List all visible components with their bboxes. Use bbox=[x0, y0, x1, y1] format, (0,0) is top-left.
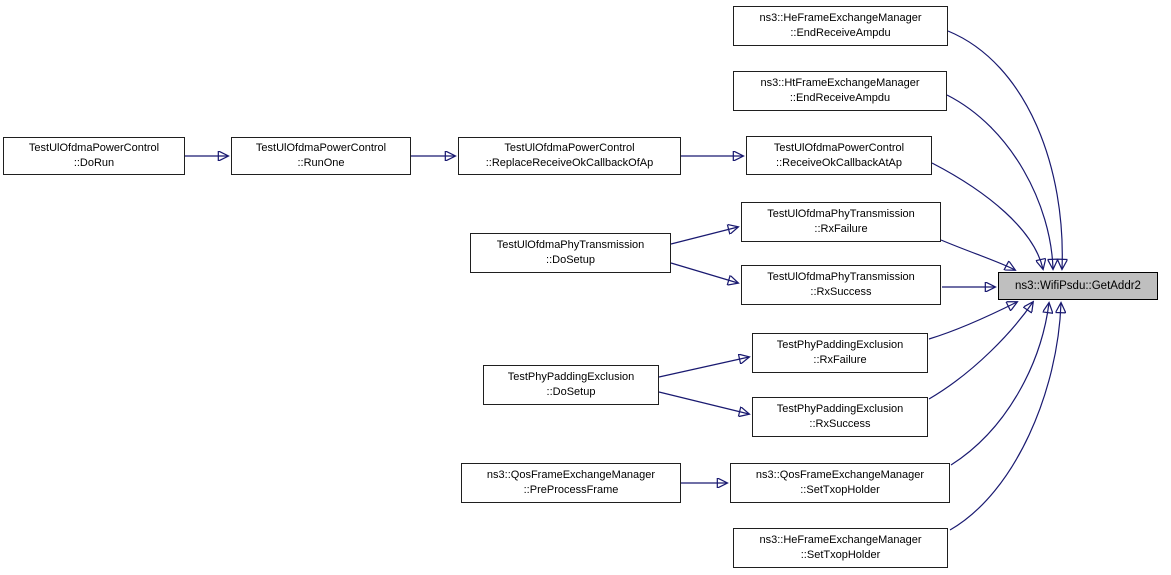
edge-qossettxop-to-getaddr2 bbox=[950, 303, 1049, 466]
node-label-line1: TestUlOfdmaPhyTransmission bbox=[496, 239, 645, 251]
node-pad-rx-success[interactable]: TestPhyPaddingExclusion ::RxSuccess bbox=[752, 397, 928, 437]
node-label-line1: TestUlOfdmaPhyTransmission bbox=[767, 208, 915, 220]
node-phy-rx-failure[interactable]: TestUlOfdmaPhyTransmission ::RxFailure bbox=[741, 202, 941, 242]
node-qos-preprocess-frame[interactable]: ns3::QosFrameExchangeManager ::PreProces… bbox=[461, 463, 681, 503]
edge-padrxfailure-to-getaddr2 bbox=[928, 302, 1017, 340]
node-phy-rx-success[interactable]: TestUlOfdmaPhyTransmission ::RxSuccess bbox=[741, 265, 941, 305]
edge-receiveok-to-getaddr2 bbox=[931, 162, 1043, 269]
edge-hesettxop-to-getaddr2 bbox=[949, 303, 1061, 531]
node-label-line1: TestUlOfdmaPhyTransmission bbox=[767, 271, 915, 283]
node-label-line1: ns3::QosFrameExchangeManager bbox=[755, 469, 925, 481]
node-runone[interactable]: TestUlOfdmaPowerControl ::RunOne bbox=[231, 137, 411, 175]
node-label-line1: TestUlOfdmaPowerControl bbox=[504, 142, 635, 154]
node-label-line2: ::SetTxopHolder bbox=[800, 549, 881, 561]
edge-paddosetup-to-padrxfailure bbox=[658, 357, 749, 378]
node-qos-set-txop-holder[interactable]: ns3::QosFrameExchangeManager ::SetTxopHo… bbox=[730, 463, 950, 503]
node-label-line2: ::DoSetup bbox=[546, 386, 596, 398]
node-label-line2: ::EndReceiveAmpdu bbox=[790, 27, 891, 39]
edge-heendreceiveampdu-to-getaddr2 bbox=[947, 30, 1062, 269]
node-label-line1: ns3::QosFrameExchangeManager bbox=[486, 469, 656, 481]
node-label-line2: ::RunOne bbox=[297, 157, 345, 169]
node-receive-ok-callback-at-ap[interactable]: TestUlOfdmaPowerControl ::ReceiveOkCallb… bbox=[746, 136, 932, 175]
node-label-line1: TestPhyPaddingExclusion bbox=[507, 371, 635, 383]
node-getaddr2-target: ns3::WifiPsdu::GetAddr2 bbox=[998, 272, 1158, 300]
edge-phydosetup-to-phyrxfailure bbox=[670, 227, 738, 245]
node-label-line2: ::ReceiveOkCallbackAtAp bbox=[776, 156, 902, 169]
node-label-line2: ::SetTxopHolder bbox=[800, 484, 880, 496]
node-label-line2: ::DoSetup bbox=[546, 254, 595, 266]
edge-paddosetup-to-padrxsuccess bbox=[658, 391, 749, 414]
node-label-line2: ::RxSuccess bbox=[809, 418, 871, 430]
node-label-line1: TestUlOfdmaPowerControl bbox=[773, 141, 905, 154]
edge-padrxsuccess-to-getaddr2 bbox=[928, 302, 1033, 400]
node-he-end-receive-ampdu[interactable]: ns3::HeFrameExchangeManager ::EndReceive… bbox=[733, 6, 948, 46]
node-label-line1: ns3::HeFrameExchangeManager bbox=[759, 534, 922, 546]
edge-phydosetup-to-phyrxsuccess bbox=[670, 262, 738, 283]
node-pad-do-setup[interactable]: TestPhyPaddingExclusion ::DoSetup bbox=[483, 365, 659, 405]
node-label-line1: TestUlOfdmaPowerControl bbox=[255, 142, 387, 154]
node-pad-rx-failure[interactable]: TestPhyPaddingExclusion ::RxFailure bbox=[752, 333, 928, 373]
node-dorun[interactable]: TestUlOfdmaPowerControl ::DoRun bbox=[3, 137, 185, 175]
node-label-line2: ::RxFailure bbox=[813, 354, 867, 366]
edge-htendreceiveampdu-to-getaddr2 bbox=[946, 94, 1053, 269]
node-label-line1: ns3::WifiPsdu::GetAddr2 bbox=[1015, 279, 1141, 292]
edge-phyrxfailure-to-getaddr2 bbox=[940, 239, 1015, 270]
node-label-line1: TestUlOfdmaPowerControl bbox=[28, 142, 160, 154]
node-label-line1: ns3::HtFrameExchangeManager bbox=[760, 77, 920, 89]
node-label-line1: ns3::HeFrameExchangeManager bbox=[759, 12, 922, 24]
node-he-set-txop-holder[interactable]: ns3::HeFrameExchangeManager ::SetTxopHol… bbox=[733, 528, 948, 568]
node-replace-receive-ok-callback[interactable]: TestUlOfdmaPowerControl ::ReplaceReceive… bbox=[458, 137, 681, 175]
node-label-line2: ::PreProcessFrame bbox=[523, 484, 619, 496]
node-label-line2: ::EndReceiveAmpdu bbox=[789, 92, 891, 104]
node-label-line1: TestPhyPaddingExclusion bbox=[776, 403, 904, 415]
node-label-line2: ::RxSuccess bbox=[810, 286, 872, 298]
node-label-line2: ::ReplaceReceiveOkCallbackOfAp bbox=[485, 157, 654, 169]
node-label-line1: TestPhyPaddingExclusion bbox=[776, 339, 904, 351]
node-ht-end-receive-ampdu[interactable]: ns3::HtFrameExchangeManager ::EndReceive… bbox=[733, 71, 947, 111]
node-label-line2: ::DoRun bbox=[73, 157, 115, 169]
node-label-line2: ::RxFailure bbox=[814, 223, 868, 235]
node-phy-do-setup[interactable]: TestUlOfdmaPhyTransmission ::DoSetup bbox=[470, 233, 671, 273]
